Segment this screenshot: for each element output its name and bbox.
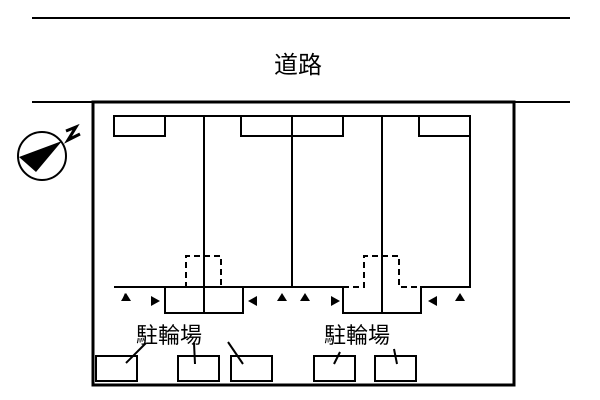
bike-parking-spaces — [95, 341, 417, 382]
road-label: 道路 — [274, 51, 322, 79]
bike-space-4 — [313, 355, 356, 382]
leader-line — [393, 348, 398, 365]
property-boundary — [91, 100, 516, 387]
bike-parking-label-1: 駐輪場 — [136, 324, 203, 349]
leader-line — [227, 341, 244, 365]
balcony-1 — [113, 115, 166, 137]
leader-line — [333, 351, 341, 365]
entrance-markers — [121, 293, 465, 306]
triangle-right-icon — [331, 296, 340, 306]
triangle-left-icon — [428, 296, 437, 306]
leader-line — [193, 342, 196, 365]
bike-space-1 — [95, 355, 138, 382]
balcony-3 — [291, 115, 344, 137]
leader-line — [125, 342, 147, 364]
triangle-up-icon — [121, 293, 131, 301]
bike-space-3 — [230, 355, 273, 382]
bike-space-2 — [177, 355, 220, 382]
triangle-right-icon — [151, 296, 160, 306]
triangle-up-icon — [455, 293, 465, 301]
stair-dashed-outlines — [165, 255, 421, 288]
triangle-left-icon — [248, 296, 257, 306]
triangle-up-icon — [300, 293, 310, 301]
triangle-up-icon — [277, 293, 287, 301]
building — [113, 115, 471, 314]
north-arrow-icon — [17, 123, 81, 181]
balcony-4 — [418, 115, 471, 137]
bike-parking-label-2: 駐輪場 — [324, 324, 391, 349]
balcony-2 — [240, 115, 293, 137]
